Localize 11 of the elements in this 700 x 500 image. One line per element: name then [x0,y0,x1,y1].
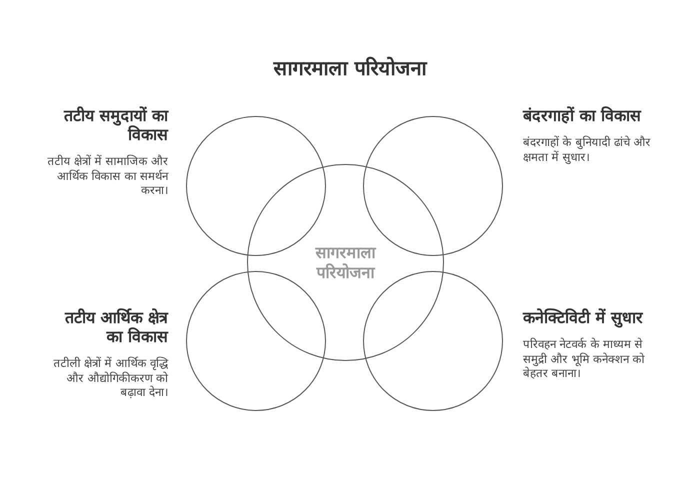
description-text: तटीय क्षेत्रों में सामाजिक और आर्थिक विकास का समर्थन करना। [46,154,168,198]
description-text: बंदरगाहों के बुनियादी ढांचे और क्षमता में सुधार। [523,135,651,164]
section-heading: तटीय समुदायों का विकास [62,106,168,144]
diagram-title: सागरमाला परियोजना [272,55,428,81]
description-text: तटीली क्षेत्रों में आर्थिक वृद्धि और औद्योगिकीकरण को बढ़ावा देना। [52,356,168,400]
description-text: परिवहन नेटवर्क के माध्यम से समुद्री और भूमि कनेक्शन को बेहतर बनाना। [523,337,646,380]
section-heading: कनेक्टिविटी में सुधार [523,308,644,328]
section-heading: बंदरगाहों का विकास [523,106,642,126]
center-label: सागरमाला परियोजना [314,243,378,282]
circle-outline [247,164,444,361]
section-heading: तटीय आर्थिक क्षेत्र का विकास [64,308,168,346]
